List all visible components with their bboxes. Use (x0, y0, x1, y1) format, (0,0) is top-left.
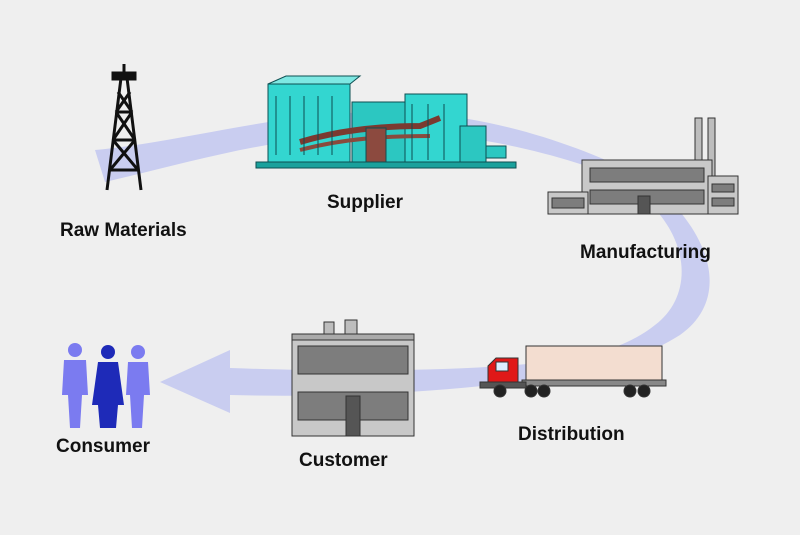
store-building-icon (291, 319, 415, 437)
flow-arrow-top-band (95, 111, 652, 190)
person-center-icon (92, 345, 124, 428)
label-raw-materials: Raw Materials (60, 220, 187, 241)
oil-derrick-icon (105, 64, 143, 191)
label-distribution: Distribution (518, 424, 625, 445)
flow-arrow-right-band (560, 180, 710, 374)
label-customer: Customer (299, 450, 388, 471)
label-supplier: Supplier (327, 192, 404, 213)
person-left-icon (62, 343, 88, 428)
factory-icon (547, 117, 739, 215)
semi-truck-icon (479, 345, 667, 398)
label-manufacturing: Manufacturing (580, 242, 711, 263)
people-icon (62, 343, 150, 428)
industrial-plant-icon (255, 75, 517, 169)
person-right-icon (126, 345, 150, 428)
label-consumer: Consumer (56, 436, 150, 457)
